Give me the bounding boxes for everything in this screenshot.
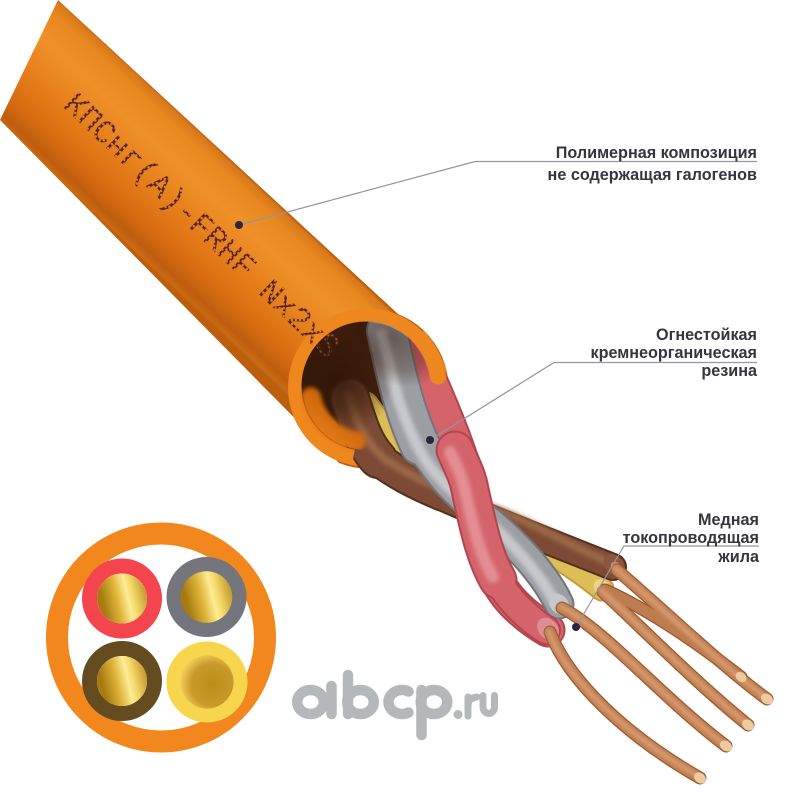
svg-text:не содержащая галогенов: не содержащая галогенов — [548, 166, 757, 184]
svg-text:Огнестойкая: Огнестойкая — [656, 326, 757, 344]
svg-text:Полимерная композиция: Полимерная композиция — [556, 144, 757, 162]
svg-text:резина: резина — [701, 362, 758, 380]
svg-text:кремнеорганическая: кремнеорганическая — [590, 344, 757, 362]
svg-text:токопроводящая: токопроводящая — [623, 529, 759, 547]
svg-text:Медная: Медная — [698, 511, 759, 529]
svg-text:жила: жила — [717, 548, 760, 566]
